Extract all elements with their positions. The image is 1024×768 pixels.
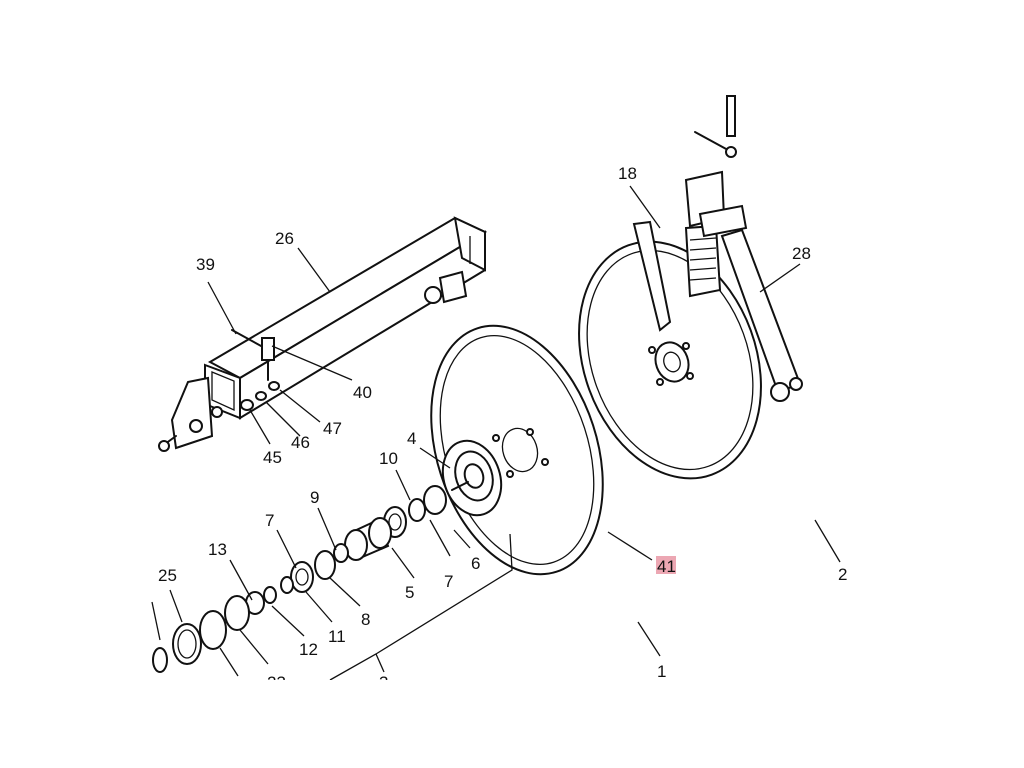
label-39: 39 [196, 255, 215, 274]
label-41-highlight [656, 556, 676, 574]
label-26: 26 [275, 229, 294, 248]
label-5: 5 [405, 583, 414, 602]
label-46: 46 [291, 433, 310, 452]
label-8: 8 [361, 610, 370, 629]
label-12: 12 [299, 640, 318, 659]
hub-assembly [441, 439, 503, 517]
label-40: 40 [353, 383, 372, 402]
label-2: 2 [838, 565, 847, 584]
label-41: 41 [657, 557, 676, 576]
label-7-upper: 7 [265, 511, 274, 530]
label-28: 28 [792, 244, 811, 263]
label-7-lower: 7 [444, 572, 453, 591]
bearing-stack [152, 485, 447, 673]
label-9: 9 [310, 488, 319, 507]
label-10: 10 [379, 449, 398, 468]
label-6: 6 [471, 554, 480, 573]
rear-disc-assembly [578, 95, 803, 480]
leader-lines [151, 185, 841, 681]
label-47: 47 [323, 419, 342, 438]
callout-labels: 26 39 40 47 46 45 18 28 4 10 9 7 13 25 6… [158, 164, 847, 692]
label-13: 13 [208, 540, 227, 559]
label-4: 4 [407, 429, 416, 448]
label-11: 11 [328, 627, 346, 646]
label-1: 1 [657, 662, 666, 681]
label-18: 18 [618, 164, 637, 183]
frame-beam [158, 216, 488, 452]
label-25: 25 [158, 566, 177, 585]
label-45: 45 [263, 448, 282, 467]
